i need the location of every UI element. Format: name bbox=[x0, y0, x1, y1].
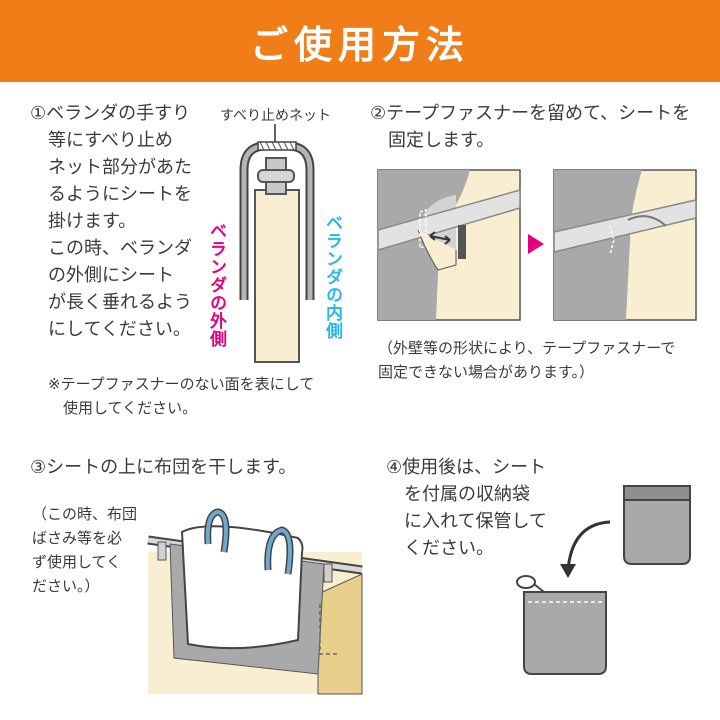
step2-note: （外壁等の形状により、テープファスナーで 固定できない場合があります。） bbox=[378, 339, 676, 381]
step4-text: ④使用後は、シート を付属の収納袋 に入れて保管して ください。 bbox=[386, 457, 547, 559]
outside-label: ベランダの外側 bbox=[206, 222, 226, 348]
page-title: ご使用方法 bbox=[249, 22, 470, 67]
net-label: すべり止めネット bbox=[220, 108, 332, 124]
railing-diagram bbox=[239, 124, 315, 363]
sheet-storage-figure bbox=[516, 485, 691, 675]
step3-note: （この時、布団 ばさみ等を必 ず使用してく ださい。） bbox=[32, 505, 138, 595]
step1-note: ※テープファスナーのない面を表にして 使用してください。 bbox=[48, 375, 315, 417]
before-fastening-figure bbox=[377, 169, 521, 321]
next-arrow-icon bbox=[528, 234, 544, 254]
inside-label: ベランダの内側 bbox=[322, 214, 342, 340]
after-fastening-figure bbox=[553, 169, 697, 321]
futon-drying-figure bbox=[147, 508, 363, 695]
step1-text: ①ベランダの手すり 等にすべり止め ネット部分があた るようにシートを 掛けます… bbox=[30, 103, 192, 340]
step2-text: ②テープファスナーを留めて、シートを 固定します。 bbox=[370, 103, 691, 151]
title-banner: ご使用方法 bbox=[0, 0, 720, 82]
step3-text: ③シートの上に布団を干します。 bbox=[30, 457, 297, 478]
